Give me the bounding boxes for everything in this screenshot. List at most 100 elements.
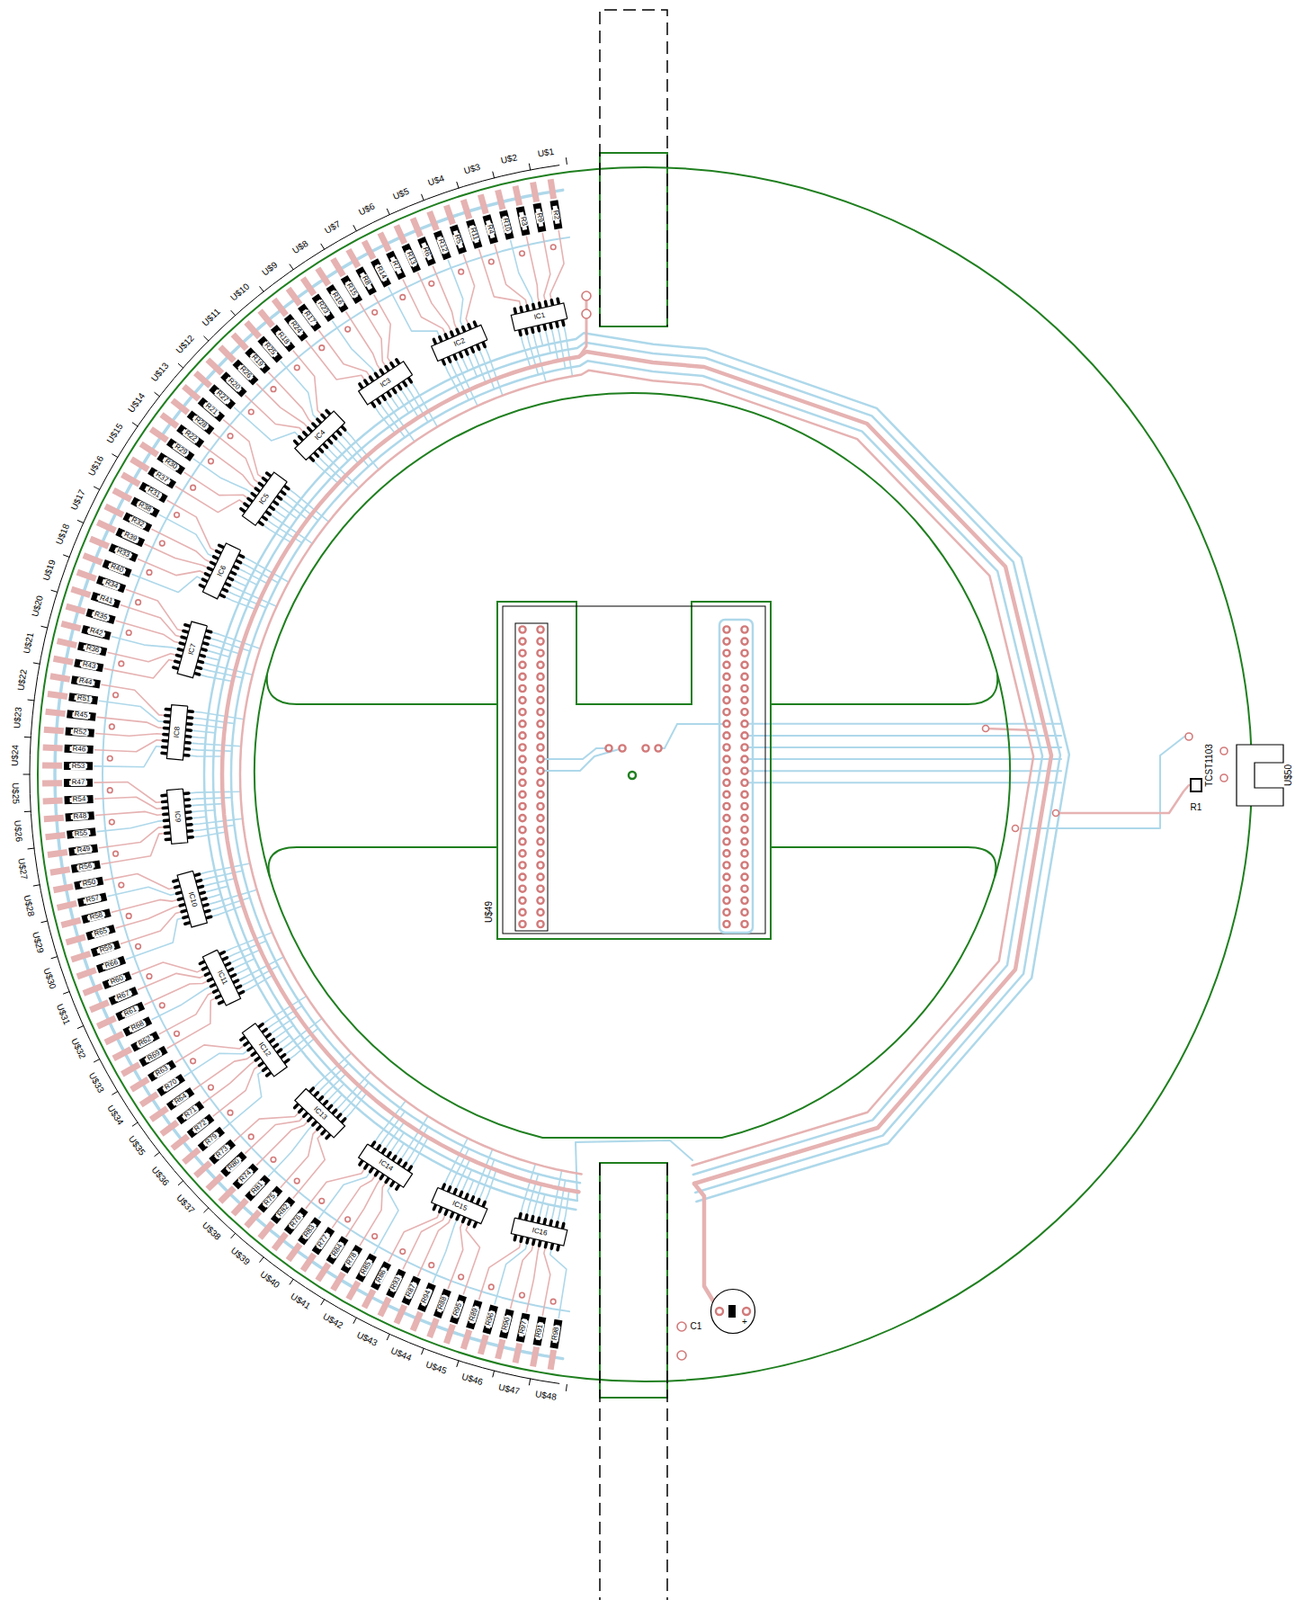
signal-trace bbox=[379, 1111, 405, 1146]
ic-pin bbox=[259, 1062, 264, 1066]
via bbox=[190, 484, 197, 491]
ic-pin bbox=[382, 394, 385, 400]
connector-label: U$12 bbox=[173, 332, 197, 357]
bracket-tick bbox=[386, 208, 390, 215]
header-outline bbox=[719, 619, 753, 933]
signal-trace bbox=[203, 1060, 256, 1103]
resistor-label: R11 bbox=[468, 225, 480, 242]
led-pad bbox=[113, 490, 131, 500]
ic-pin bbox=[442, 1184, 445, 1190]
led-pad bbox=[429, 1318, 438, 1338]
signal-trace bbox=[526, 1245, 539, 1313]
signal-trace bbox=[390, 1132, 404, 1153]
connector-label: U$31 bbox=[53, 1001, 72, 1028]
ic-pin bbox=[248, 1046, 253, 1051]
signal-trace bbox=[205, 650, 230, 657]
ic-pin bbox=[439, 1206, 442, 1213]
resistor-label: R15 bbox=[344, 281, 358, 298]
led-pad bbox=[141, 1093, 158, 1105]
ic-pin bbox=[185, 922, 191, 925]
header-pin bbox=[723, 661, 730, 669]
bracket-tick bbox=[178, 1180, 183, 1186]
ic-body bbox=[202, 543, 241, 599]
ic-pin bbox=[321, 414, 326, 419]
ic-pin bbox=[165, 830, 171, 835]
led-pad bbox=[412, 218, 420, 237]
mount-slot bbox=[599, 152, 668, 327]
signal-trace bbox=[273, 509, 286, 519]
signal-trace bbox=[285, 493, 319, 520]
signal-trace bbox=[447, 1221, 463, 1288]
led-pad bbox=[303, 277, 314, 295]
ic-pin bbox=[280, 1054, 286, 1059]
via bbox=[345, 1216, 351, 1223]
led-pad bbox=[274, 1233, 287, 1250]
ic-pin bbox=[392, 387, 396, 393]
ic-pin bbox=[482, 341, 485, 348]
resistor-label: R79 bbox=[203, 1131, 220, 1147]
bracket-tick bbox=[27, 699, 35, 702]
bracket-tick bbox=[231, 1232, 236, 1238]
header-pin bbox=[518, 791, 526, 798]
signal-trace bbox=[104, 659, 175, 679]
header-pin bbox=[605, 744, 612, 751]
signal-trace bbox=[402, 279, 446, 335]
ic-pin bbox=[163, 732, 170, 737]
connector-label: U$7 bbox=[322, 218, 344, 236]
connector-label: U$9 bbox=[259, 259, 280, 278]
bracket-tick bbox=[204, 1207, 209, 1213]
connector-label: U$13 bbox=[149, 360, 171, 385]
header-pin bbox=[741, 708, 748, 715]
ic-pin bbox=[445, 334, 447, 340]
bracket-tick bbox=[77, 1026, 83, 1029]
signal-trace bbox=[463, 254, 474, 325]
resistor-symbol bbox=[405, 244, 418, 271]
ic-pin bbox=[261, 1028, 267, 1033]
signal-trace bbox=[418, 272, 452, 332]
ic-pin bbox=[327, 1105, 331, 1109]
signal-trace bbox=[277, 504, 298, 519]
ic-pin bbox=[224, 963, 230, 966]
resistor-symbol bbox=[189, 1116, 213, 1135]
ic-pin bbox=[183, 753, 189, 758]
ic-pin bbox=[556, 1222, 558, 1228]
bracket-tick bbox=[63, 554, 71, 557]
signal-trace bbox=[167, 500, 216, 551]
ic-pin bbox=[198, 654, 205, 657]
power-trace bbox=[580, 295, 587, 356]
signal-trace bbox=[204, 656, 219, 661]
resistor-label: R33 bbox=[115, 546, 132, 560]
resistor-label: R63 bbox=[153, 1063, 170, 1079]
resistor-symbol bbox=[344, 276, 360, 302]
resistor-symbol bbox=[273, 1198, 292, 1222]
signal-trace bbox=[331, 443, 349, 462]
ic-pin bbox=[207, 568, 213, 572]
signal-trace bbox=[379, 402, 405, 438]
signal-trace bbox=[467, 354, 477, 377]
signal-trace bbox=[192, 831, 226, 838]
ic-pin bbox=[211, 562, 216, 565]
ic-pin bbox=[454, 1189, 456, 1196]
signal-trace bbox=[444, 1138, 468, 1185]
ic-pin bbox=[396, 1184, 400, 1189]
header-pin bbox=[536, 885, 544, 893]
bracket-tick bbox=[289, 264, 294, 270]
signal-trace bbox=[189, 803, 224, 806]
board-edge bbox=[37, 167, 1252, 1382]
ic-pin bbox=[359, 1160, 363, 1165]
capacitor-outline bbox=[711, 1289, 756, 1334]
ic-pin bbox=[219, 544, 224, 548]
ic-pin bbox=[514, 1234, 516, 1241]
ic-pin bbox=[179, 643, 186, 645]
signal-trace bbox=[175, 1044, 244, 1063]
via bbox=[107, 787, 113, 794]
bracket-tick bbox=[289, 1278, 294, 1285]
led-pad bbox=[364, 241, 374, 259]
ic-pin bbox=[199, 584, 205, 588]
via bbox=[581, 291, 591, 301]
header-pin bbox=[741, 625, 748, 633]
signal-trace bbox=[395, 1143, 404, 1156]
resistor-symbol bbox=[405, 1277, 418, 1304]
ic-body bbox=[177, 621, 207, 679]
header-pin bbox=[536, 826, 544, 833]
